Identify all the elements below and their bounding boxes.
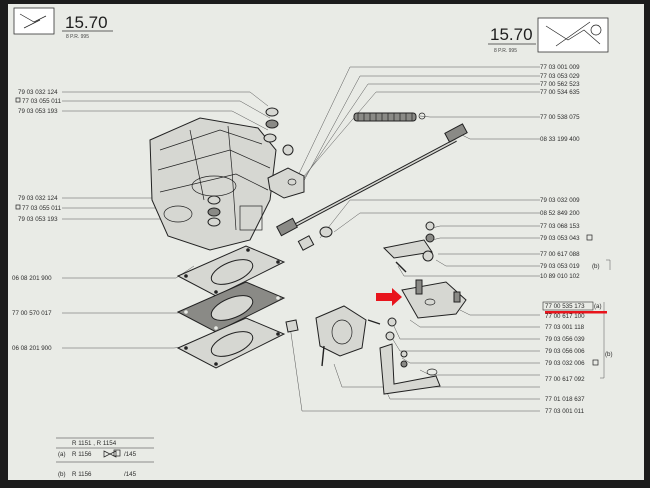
label-right-6: 79 03 032 009 bbox=[540, 197, 580, 204]
label-left-3: 79 03 032 124 bbox=[18, 195, 58, 202]
throttle-rod bbox=[276, 123, 468, 251]
footer-row3-key: (b) bbox=[58, 471, 66, 478]
footer-row1-models: R 1151 , R 1154 bbox=[72, 440, 117, 447]
sub-ref-left: 8 P.R. 995 bbox=[66, 34, 89, 40]
label-left-8: 06 08 201 900 bbox=[12, 345, 52, 352]
bracket-a: (a) bbox=[594, 303, 602, 310]
label-right-18: 79 03 032 006 bbox=[545, 360, 585, 367]
footer-row3-model: R 1156 bbox=[72, 471, 92, 478]
label-right-4: 77 00 538 075 bbox=[540, 114, 580, 121]
footer-row2-key: (a) bbox=[58, 451, 66, 458]
lever-assembly bbox=[382, 221, 435, 273]
footer-row3-ref: /145 bbox=[124, 471, 137, 478]
part-labels-right: 77 03 001 009 77 03 053 029 77 00 562 52… bbox=[540, 64, 613, 415]
bracket-b-lower: (b) bbox=[605, 351, 613, 358]
label-right-9: 79 03 053 043 bbox=[540, 235, 580, 242]
dashpot-unit bbox=[285, 305, 381, 367]
label-right-10: 77 00 617 088 bbox=[540, 251, 580, 258]
label-left-0: 79 03 032 124 bbox=[18, 89, 58, 96]
footer-model-table: R 1151 , R 1154 (a) R 1156 /145 (b) R 11… bbox=[56, 437, 154, 478]
highlight-arrow bbox=[376, 288, 402, 306]
section-number-left: 15.70 bbox=[65, 13, 108, 32]
label-right-1: 77 03 053 029 bbox=[540, 73, 580, 80]
label-right-17: 79 03 056 006 bbox=[545, 348, 585, 355]
bracket-b-upper: (b) bbox=[592, 263, 600, 270]
label-left-1: 77 03 055 011 bbox=[22, 98, 62, 105]
header-right: 15.70 8 P.R. 995 bbox=[488, 17, 609, 54]
gasket-upper bbox=[176, 245, 286, 297]
carburettor-illustration bbox=[149, 117, 277, 251]
mounting-bracket bbox=[379, 317, 441, 395]
gasket-middle bbox=[176, 281, 286, 333]
footer-row2-ref: /145 bbox=[124, 451, 137, 458]
label-right-15: 77 03 001 118 bbox=[545, 324, 585, 331]
label-right-20: 77 01 018 637 bbox=[545, 396, 585, 403]
label-right-3: 77 00 534 635 bbox=[540, 89, 580, 96]
label-right-0: 77 03 001 009 bbox=[540, 64, 580, 71]
label-right-8: 77 03 068 153 bbox=[540, 223, 580, 230]
section-number-right: 15.70 bbox=[490, 25, 533, 44]
label-right-2: 77 00 562 523 bbox=[540, 81, 580, 88]
footer-row2-model: R 1156 bbox=[72, 451, 92, 458]
label-left-7: 77 00 570 017 bbox=[12, 310, 52, 317]
label-right-19: 77 00 617 092 bbox=[545, 376, 585, 383]
label-right-13-highlighted: 77 00 535 173 bbox=[545, 303, 585, 310]
label-left-2: 79 03 053 193 bbox=[18, 108, 58, 115]
linkage-bracket bbox=[267, 167, 305, 199]
label-right-21: 77 03 001 011 bbox=[545, 408, 585, 415]
label-right-5: 08 33 199 400 bbox=[540, 136, 580, 143]
return-spring bbox=[353, 112, 426, 122]
label-right-7: 08 52 849 200 bbox=[540, 210, 580, 217]
highlighted-bracket-part bbox=[401, 279, 467, 319]
parts-catalog-page bbox=[8, 4, 644, 480]
part-labels-left: 79 03 032 124 77 03 055 011 79 03 053 19… bbox=[12, 89, 62, 352]
label-left-6: 06 08 201 900 bbox=[12, 275, 52, 282]
label-right-12: 10 89 010 102 bbox=[540, 273, 580, 280]
highlight-underline bbox=[545, 311, 607, 314]
label-left-4: 77 03 055 011 bbox=[22, 205, 62, 212]
gasket-lower bbox=[176, 317, 286, 369]
header-left: 15.70 8 P.R. 995 bbox=[13, 7, 113, 40]
leader-lines-right bbox=[289, 66, 611, 412]
label-left-5: 79 03 053 193 bbox=[18, 216, 58, 223]
label-right-11: 79 03 053 019 bbox=[540, 263, 580, 270]
label-right-16: 79 03 056 039 bbox=[545, 336, 585, 343]
washers-top bbox=[207, 107, 294, 227]
label-right-14: 77 00 617 100 bbox=[545, 313, 585, 320]
sub-ref-right: 8 P.R. 995 bbox=[494, 48, 517, 54]
